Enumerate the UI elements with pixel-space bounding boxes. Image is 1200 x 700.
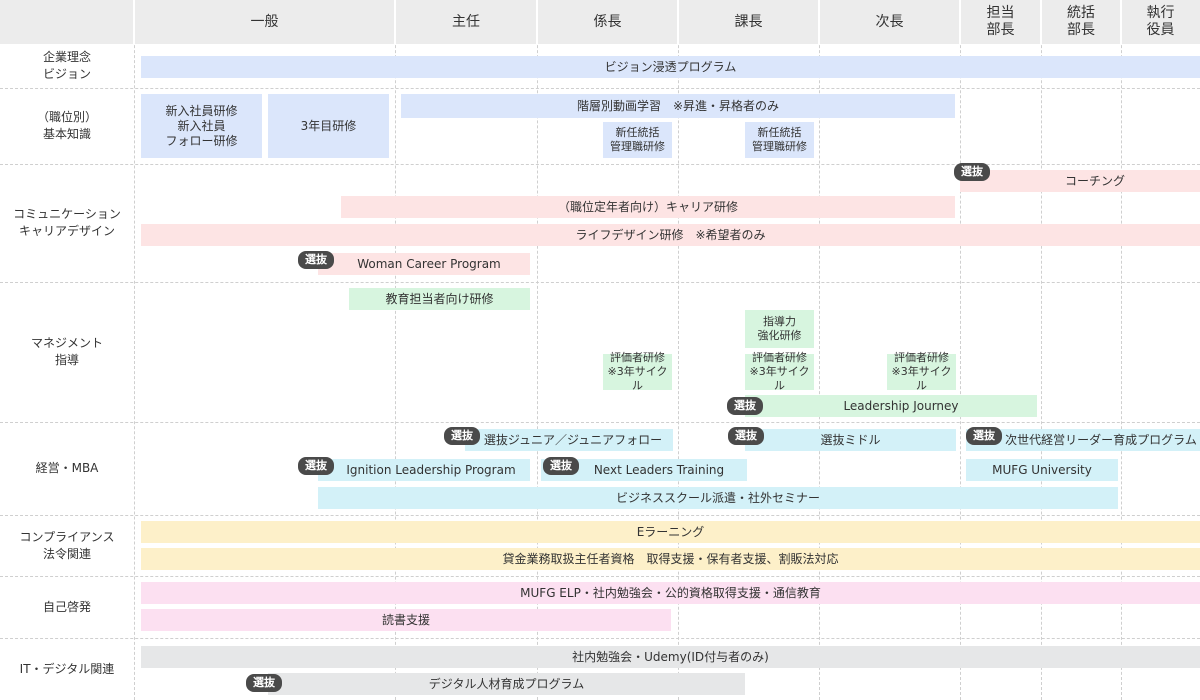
program-mufg-elp: MUFG ELP・社内勉強会・公的資格取得支援・通信教育: [141, 582, 1200, 604]
program-video-learning: 階層別動画学習 ※昇進・昇格者のみ: [401, 94, 955, 118]
row-label-self-development: 自己啓発: [42, 599, 91, 614]
row-label-it-digital: IT・デジタル関連: [19, 661, 115, 676]
column-header-gm: 担当 部長: [986, 5, 1015, 38]
selection-badge: 選抜: [298, 251, 334, 269]
program-digital: デジタル人材育成プログラム: [268, 673, 745, 695]
header-divider: [1120, 0, 1122, 44]
selection-badge: 選抜: [444, 427, 480, 445]
program-new-hire: 新入社員研修 新入社員 フォロー研修: [141, 94, 262, 158]
row-label-vision: 企業理念 ビジョン: [42, 50, 91, 81]
row-divider: [0, 282, 1200, 283]
program-career-retirement: （職位定年者向け）キャリア研修: [341, 196, 955, 218]
program-edu-staff: 教育担当者向け研修: [349, 288, 530, 310]
program-reading: 読書支援: [141, 609, 671, 631]
column-header-general: 一般: [250, 13, 279, 30]
column-header-senior-gm: 統括 部長: [1067, 5, 1095, 38]
program-new-manager-1: 新任統括 管理職研修: [603, 122, 672, 158]
program-evaluator-1: 評価者研修 ※3年サイクル: [603, 351, 672, 392]
header-divider: [394, 0, 396, 44]
header-divider: [818, 0, 820, 44]
program-third-year: 3年目研修: [268, 94, 389, 158]
selection-badge: 選抜: [728, 427, 764, 445]
row-label-communication: コミュニケーション キャリアデザイン: [13, 207, 121, 238]
program-vision: ビジョン浸透プログラム: [141, 56, 1200, 78]
selection-badge: 選抜: [966, 427, 1002, 445]
header-divider: [1040, 0, 1042, 44]
column-divider: [678, 0, 679, 700]
selection-badge: 選抜: [727, 397, 763, 415]
selection-badge: 選抜: [543, 457, 579, 475]
row-divider: [0, 576, 1200, 577]
program-lending: 貸金業務取扱主任者資格 取得支援・保有者支援、割販法対応: [141, 548, 1200, 570]
column-header-manager: 課長: [734, 13, 763, 30]
column-header-officer: 執行 役員: [1146, 5, 1175, 38]
program-elearning: Eラーニング: [141, 521, 1200, 543]
program-evaluator-3: 評価者研修 ※3年サイクル: [887, 351, 956, 392]
row-divider: [0, 638, 1200, 639]
row-divider: [0, 515, 1200, 516]
column-divider: [960, 0, 961, 700]
program-business-school: ビジネススクール派遣・社外セミナー: [318, 487, 1118, 509]
program-next-gen: 次世代経営リーダー育成プログラム: [966, 429, 1200, 451]
program-leadership-journey: Leadership Journey: [745, 395, 1037, 417]
column-header-deputy: 次長: [875, 13, 904, 30]
program-evaluator-2: 評価者研修 ※3年サイクル: [745, 351, 814, 392]
selection-badge: 選抜: [298, 457, 334, 475]
selection-badge: 選抜: [954, 163, 990, 181]
program-middle: 選抜ミドル: [745, 429, 956, 451]
program-mufg-university: MUFG University: [966, 459, 1118, 481]
program-udemy: 社内勉強会・Udemy(ID付与者のみ): [141, 646, 1200, 668]
row-divider: [0, 88, 1200, 89]
program-coaching: コーチング: [960, 170, 1200, 192]
column-header-section-chief: 係長: [593, 13, 622, 30]
column-divider: [395, 0, 396, 700]
row-label-management: マネジメント 指導: [30, 336, 103, 367]
row-divider: [0, 164, 1200, 165]
header-divider: [677, 0, 679, 44]
row-divider: [0, 422, 1200, 423]
program-leadership-enhancement: 指導力 強化研修: [745, 310, 814, 348]
column-divider: [819, 0, 820, 700]
column-divider: [1121, 0, 1122, 700]
header-divider: [959, 0, 961, 44]
header-divider: [536, 0, 538, 44]
column-divider: [1041, 0, 1042, 700]
column-divider: [537, 0, 538, 700]
column-header-chief: 主任: [452, 13, 480, 30]
program-new-manager-2: 新任統括 管理職研修: [745, 122, 814, 158]
program-ignition: Ignition Leadership Program: [318, 459, 530, 481]
column-divider: [134, 0, 135, 700]
header-background: [0, 0, 1200, 44]
header-divider: [133, 0, 135, 44]
row-label-compliance: コンプライアンス 法令関連: [19, 529, 115, 561]
selection-badge: 選抜: [246, 674, 282, 692]
program-woman-career: Woman Career Program: [318, 253, 530, 275]
program-next-leaders: Next Leaders Training: [541, 459, 747, 481]
row-label-mba: 経営・MBA: [35, 461, 99, 475]
program-junior: 選抜ジュニア／ジュニアフォロー: [465, 429, 673, 451]
row-label-basic-knowledge: （職位別） 基本知識: [36, 110, 97, 141]
program-life-design: ライフデザイン研修 ※希望者のみ: [141, 224, 1200, 246]
